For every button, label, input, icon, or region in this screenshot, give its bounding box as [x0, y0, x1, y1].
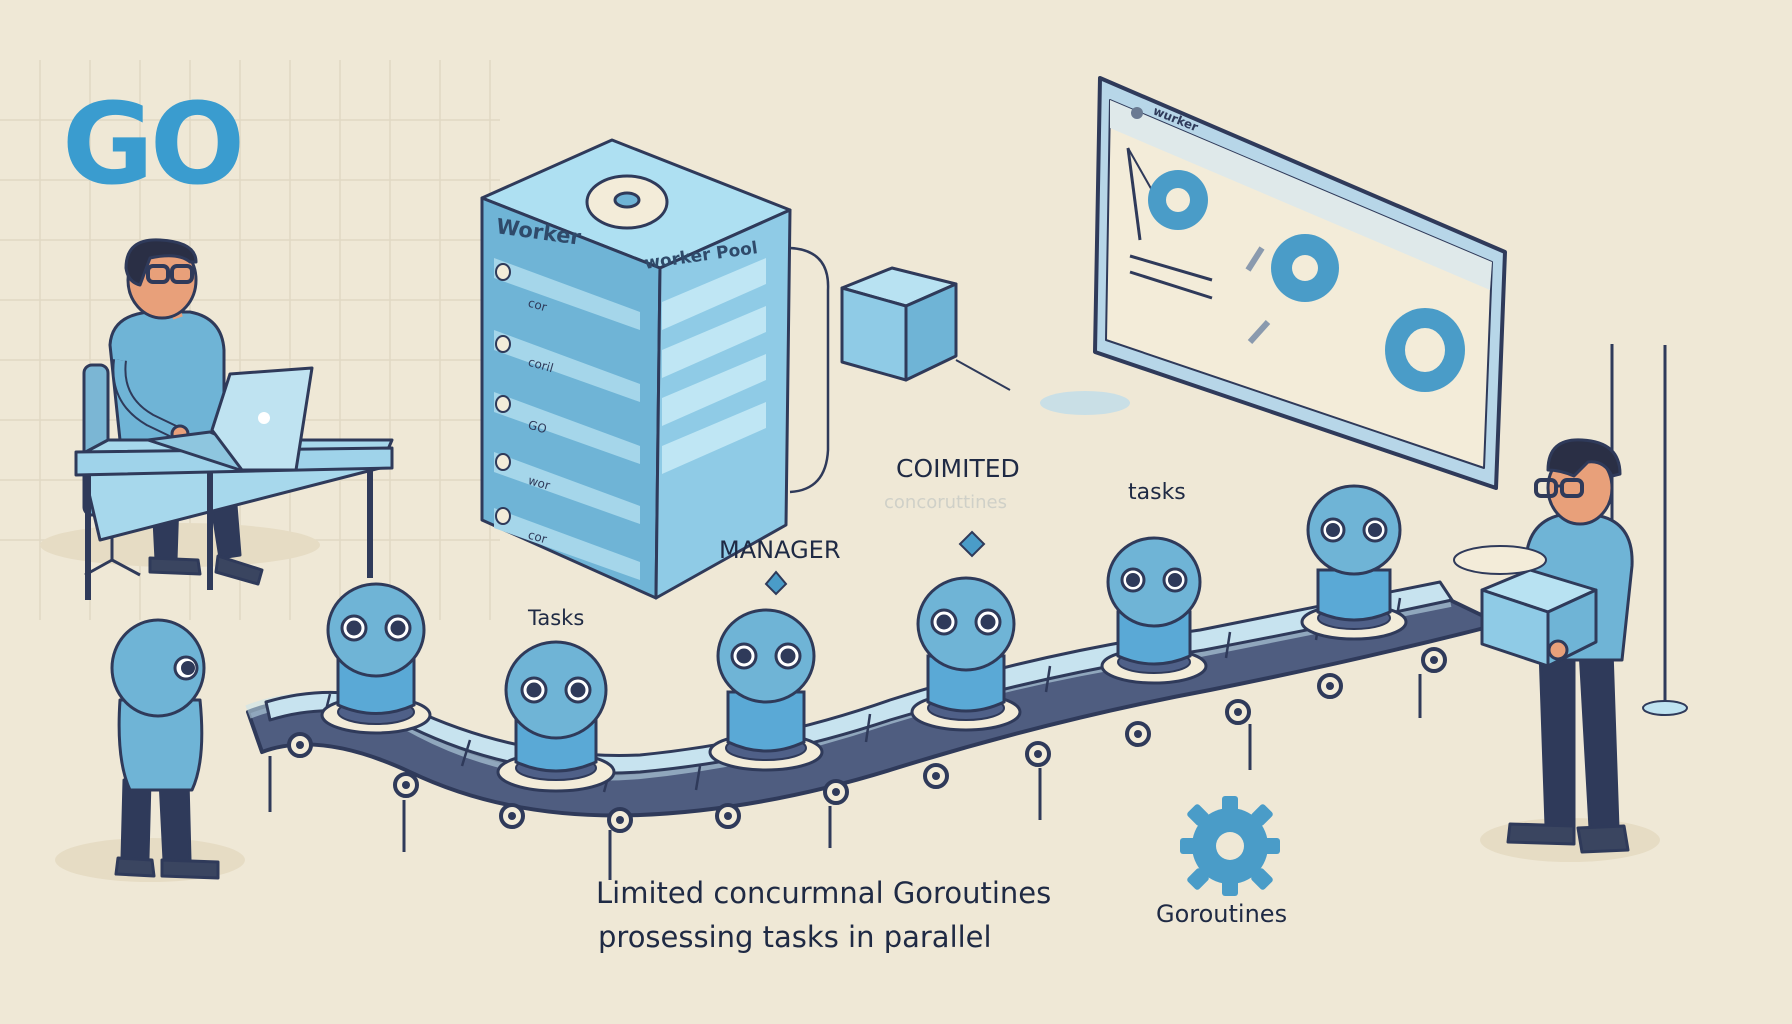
coimited-label: COIMITED	[896, 454, 1020, 483]
developer-at-desk	[74, 238, 394, 600]
gear-icon	[1180, 796, 1280, 896]
task-cube	[840, 266, 1011, 391]
goroutine-robot-1	[320, 582, 432, 735]
tasks-label-right: tasks	[1128, 480, 1186, 505]
caption-line-1: Limited concurmnal Goroutines	[596, 876, 1052, 910]
goroutine-robot-4	[910, 576, 1022, 732]
tasks-label-left: Tasks	[528, 606, 585, 630]
goroutine-robot-5	[1100, 536, 1208, 685]
manager-label: MANAGER	[719, 536, 841, 564]
dashboard-monitor	[1093, 76, 1507, 490]
standing-robot	[110, 618, 220, 880]
goroutines-label: Goroutines	[1156, 900, 1288, 928]
goroutine-robot-2	[496, 640, 616, 793]
server-rack	[480, 138, 830, 600]
coimited-sub-label: concoruttines	[884, 492, 1008, 513]
caption-line-2: prosessing tasks in parallel	[598, 920, 992, 954]
worker-person	[1453, 344, 1688, 854]
marker-pins	[764, 530, 986, 596]
goroutine-robot-3	[708, 608, 824, 772]
go-logo: GO	[62, 80, 241, 210]
goroutine-robot-6	[1300, 484, 1408, 641]
